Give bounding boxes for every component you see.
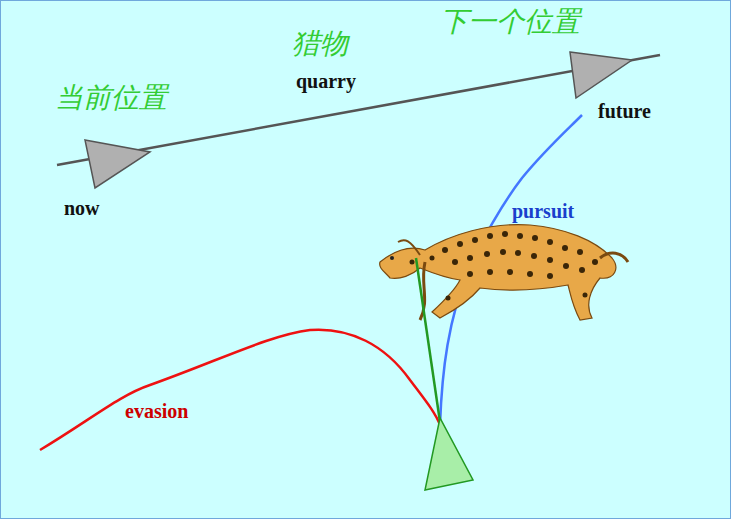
evasion-path xyxy=(40,330,440,450)
chinese-annotation: 猎物 xyxy=(292,28,348,60)
quarry-future-triangle xyxy=(570,52,632,98)
chinese-annotation: 下一个位置 xyxy=(440,6,580,38)
path-label: evasion xyxy=(125,400,188,423)
quarry-now-triangle xyxy=(85,140,150,188)
position-label: future xyxy=(598,100,651,123)
sight-line xyxy=(416,258,440,422)
path-label: quarry xyxy=(296,70,356,93)
pursuer-triangle xyxy=(425,418,473,490)
position-label: now xyxy=(64,197,100,220)
path-label: pursuit xyxy=(512,200,574,223)
chinese-annotation: 当前位置 xyxy=(55,82,167,114)
